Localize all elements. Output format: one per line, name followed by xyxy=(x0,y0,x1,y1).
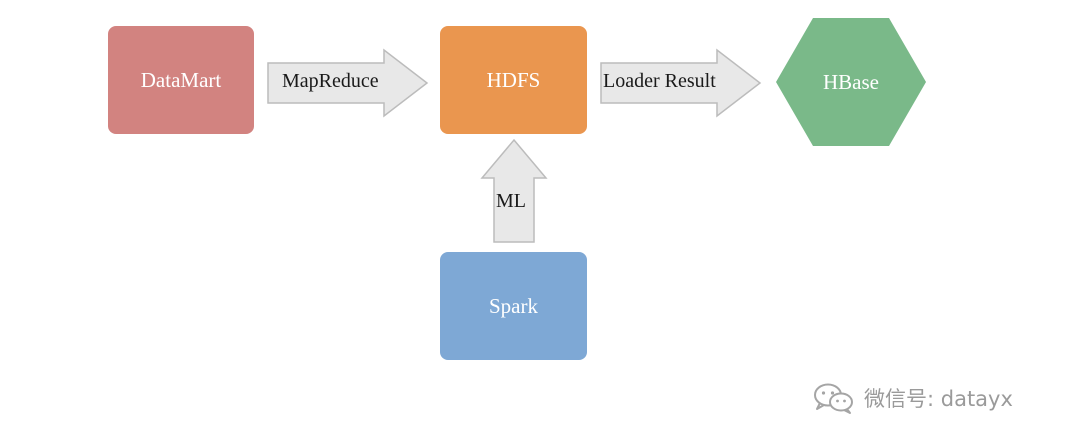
watermark: 微信号: datayx xyxy=(812,378,1013,418)
right-arrow-icon xyxy=(267,48,429,118)
mapreduce-label: MapReduce xyxy=(282,70,379,92)
loader-result-arrow: Loader Result xyxy=(599,48,763,118)
hdfs-node: HDFS xyxy=(440,26,587,134)
right-arrow-icon xyxy=(600,48,762,118)
mapreduce-arrow: MapReduce xyxy=(266,48,430,118)
hbase-node: HBase xyxy=(775,17,927,147)
hdfs-label: HDFS xyxy=(486,67,541,92)
ml-arrow: ML xyxy=(480,138,548,244)
hexagon-shape xyxy=(776,18,926,146)
watermark-text: 微信号: datayx xyxy=(864,387,1013,411)
wechat-icon xyxy=(814,383,853,414)
datamart-node: DataMart xyxy=(108,26,254,134)
spark-node: Spark xyxy=(440,252,587,360)
loader-result-label: Loader Result xyxy=(603,70,716,92)
hbase-label: HBase xyxy=(823,69,879,94)
ml-label: ML xyxy=(496,190,526,212)
datamart-label: DataMart xyxy=(140,67,222,92)
spark-label: Spark xyxy=(489,293,538,318)
up-arrow-icon xyxy=(480,138,548,243)
